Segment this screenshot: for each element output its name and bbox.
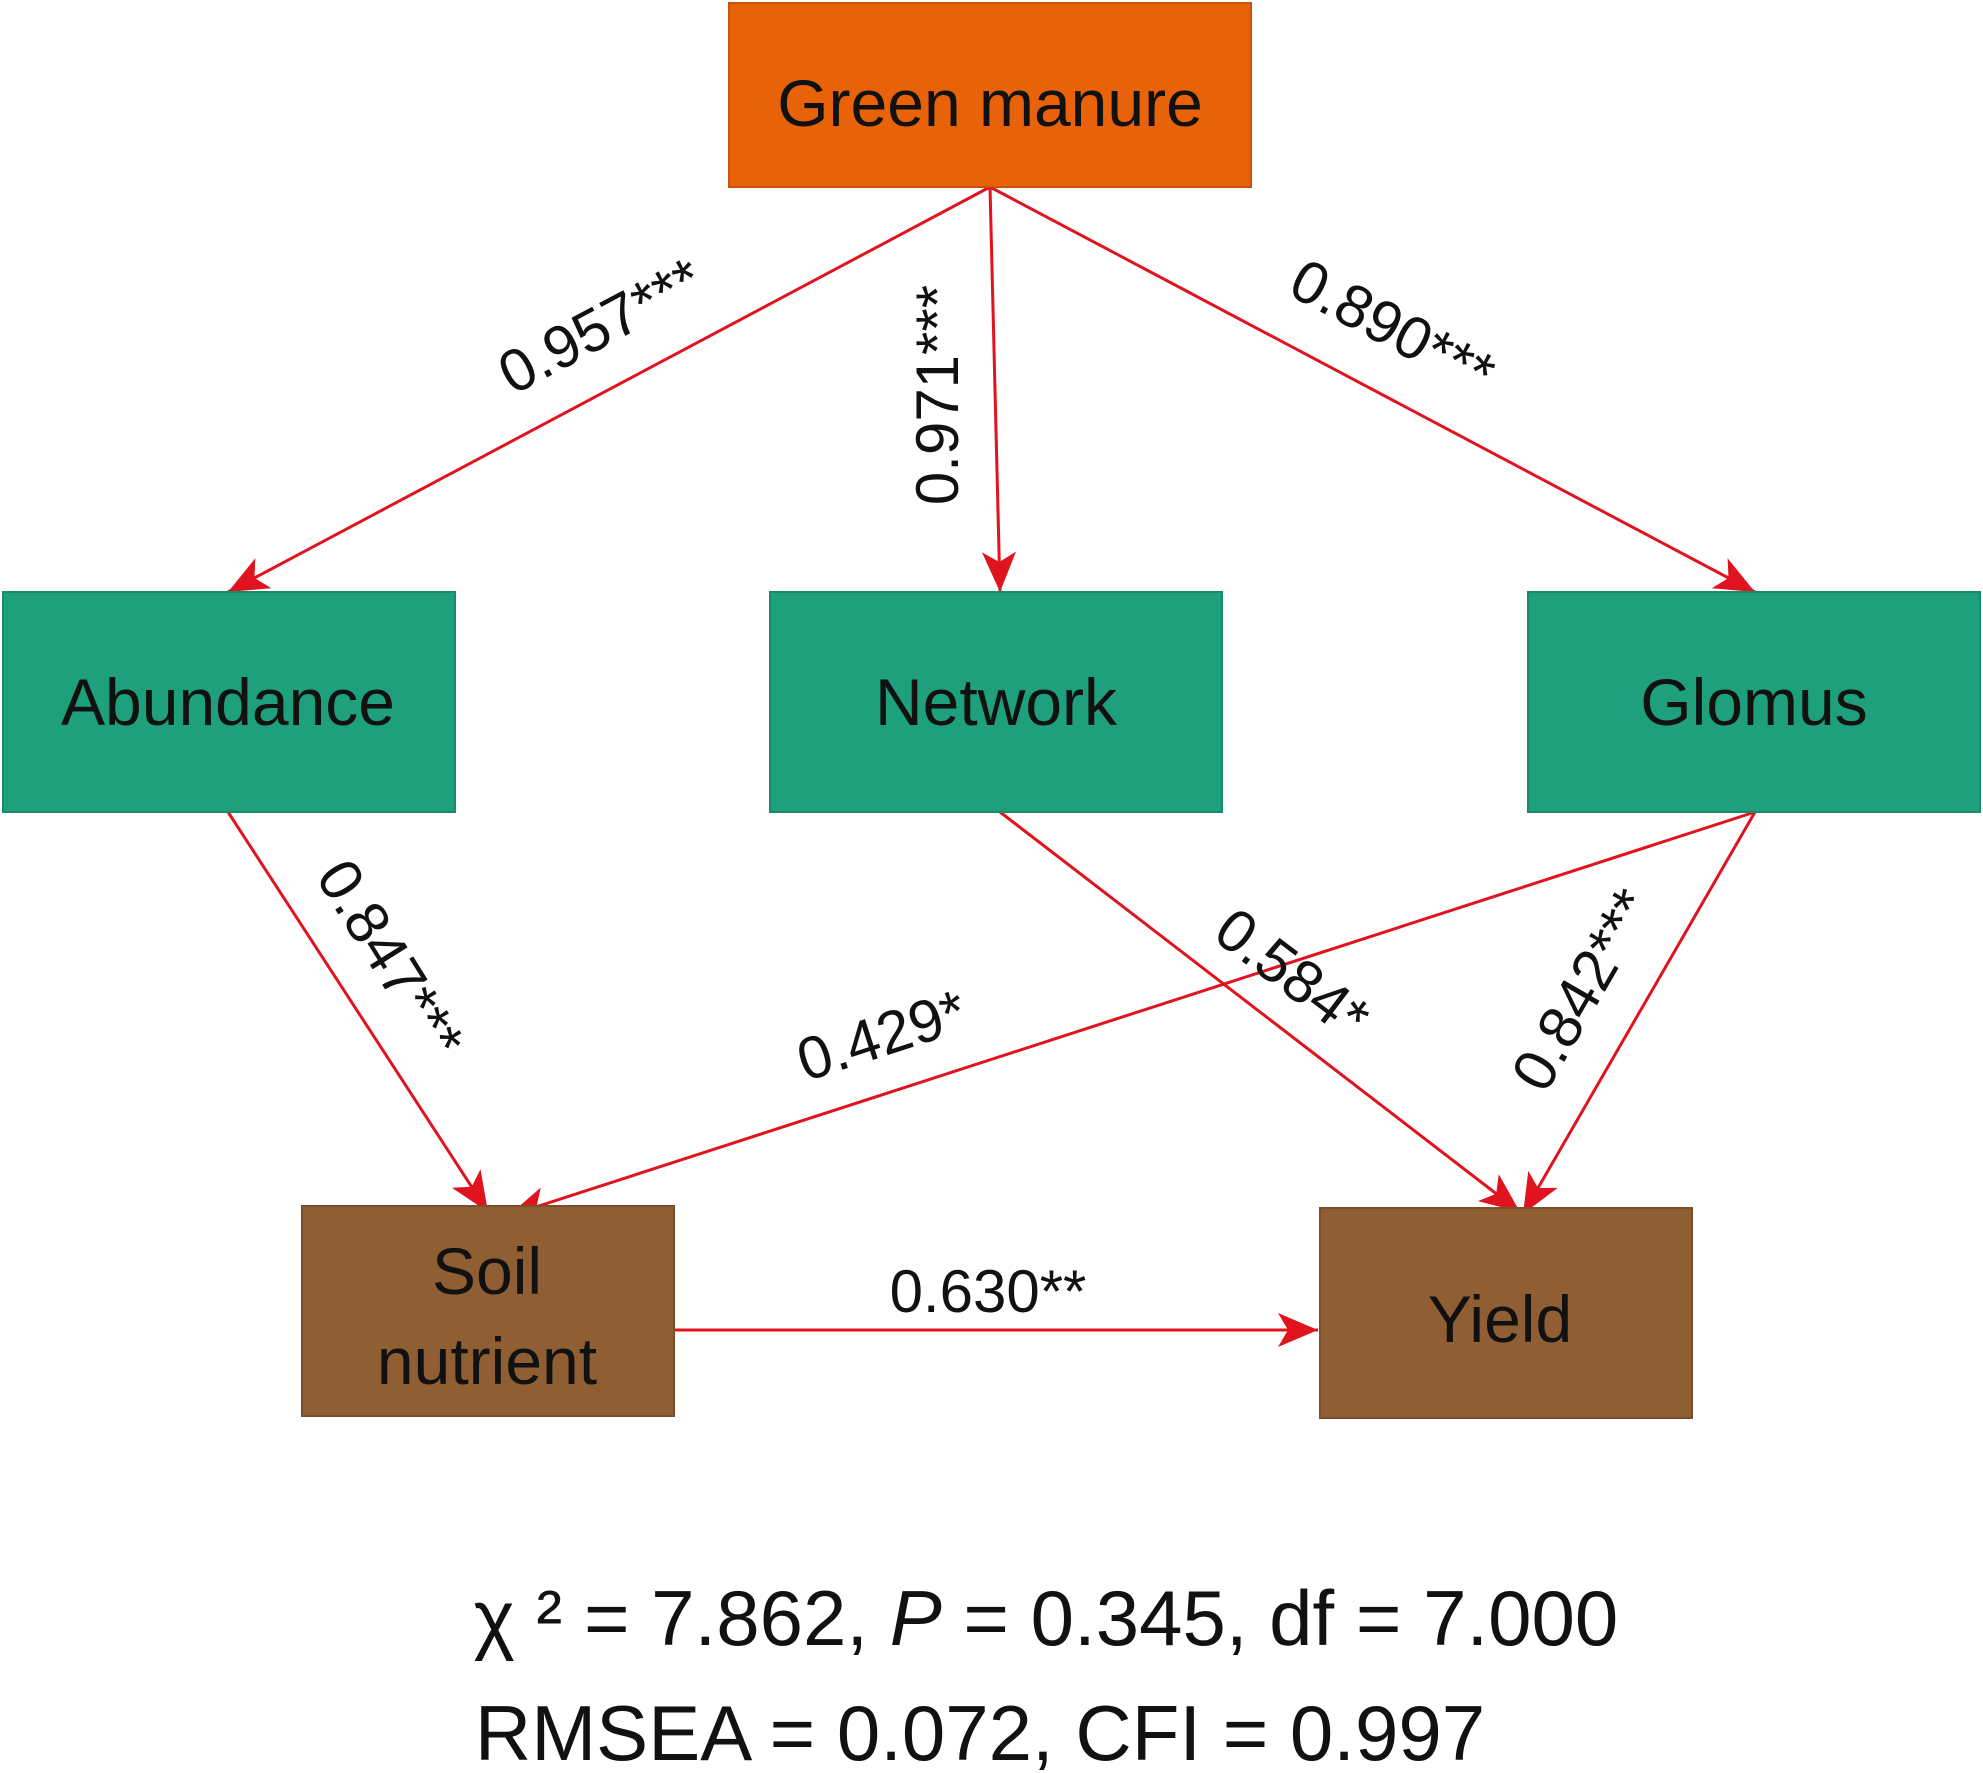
coef-gm-glomus: 0.890*** xyxy=(1280,246,1506,409)
path-gm-to-glomus xyxy=(989,185,1756,594)
fit-stats-line1: χ ² = 7.862, P = 0.345, df = 7.000 xyxy=(474,1574,1619,1662)
path-gm-to-network xyxy=(988,186,1002,593)
node-soil-nutrient: Soil nutrient xyxy=(301,1205,675,1417)
yield-box xyxy=(1319,1207,1693,1419)
coef-soil-yield: 0.630** xyxy=(890,1258,1087,1325)
node-yield: Yield xyxy=(1319,1207,1693,1419)
network-box xyxy=(769,591,1223,813)
path-gm-to-abundance xyxy=(227,185,991,594)
coef-gm-network: 0.971*** xyxy=(904,285,971,505)
abundance-label: Abundance xyxy=(61,665,395,739)
path-gm-to-network-arrowhead xyxy=(982,551,1016,592)
coef-network-yield: 0.584* xyxy=(1203,895,1382,1053)
soil-nutrient-label-line2: nutrient xyxy=(377,1324,597,1398)
path-glomus-to-soil xyxy=(507,810,1756,1218)
fit-stats-line2: RMSEA = 0.072, CFI = 0.997 xyxy=(475,1689,1485,1773)
p-and-df-values: = 0.345, df = 7.000 xyxy=(942,1574,1619,1662)
node-network: Network xyxy=(769,591,1223,813)
glomus-box xyxy=(1527,591,1981,813)
green-manure-box xyxy=(728,2,1252,188)
node-green-manure: Green manure xyxy=(728,2,1252,188)
coef-abundance-soil: 0.847*** xyxy=(304,848,478,1070)
glomus-label: Glomus xyxy=(1640,665,1867,739)
coef-glomus-soil: 0.429* xyxy=(789,977,975,1094)
path-network-to-yield-arrowhead xyxy=(1477,1174,1520,1212)
path-soil-to-yield-arrowhead xyxy=(1278,1313,1318,1347)
path-arrows xyxy=(226,185,1757,1332)
soil-nutrient-box xyxy=(301,1205,675,1417)
chi-square-value: = 7.862, xyxy=(562,1574,889,1662)
soil-nutrient-label-line1: Soil xyxy=(432,1234,542,1308)
network-label: Network xyxy=(875,665,1118,739)
yield-label: Yield xyxy=(1428,1282,1572,1356)
path-glomus-to-yield-arrowhead xyxy=(1523,1170,1558,1214)
node-abundance: Abundance xyxy=(2,591,456,813)
path-abundance-to-soil-arrowhead xyxy=(451,1169,488,1212)
coef-gm-abundance: 0.957*** xyxy=(487,245,713,408)
path-gm-to-abundance-arrowhead xyxy=(228,558,272,592)
path-gm-to-glomus-arrowhead xyxy=(1711,558,1755,592)
abundance-box xyxy=(2,591,456,813)
node-glomus: Glomus xyxy=(1527,591,1981,813)
path-network-to-yield xyxy=(999,810,1521,1214)
chi-square-symbol: χ ² xyxy=(474,1574,563,1662)
path-abundance-to-soil xyxy=(226,811,490,1213)
path-glomus-to-yield xyxy=(1521,811,1757,1215)
coef-glomus-yield: 0.842*** xyxy=(1498,878,1666,1102)
green-manure-label: Green manure xyxy=(777,66,1203,140)
p-symbol: P xyxy=(890,1574,942,1662)
